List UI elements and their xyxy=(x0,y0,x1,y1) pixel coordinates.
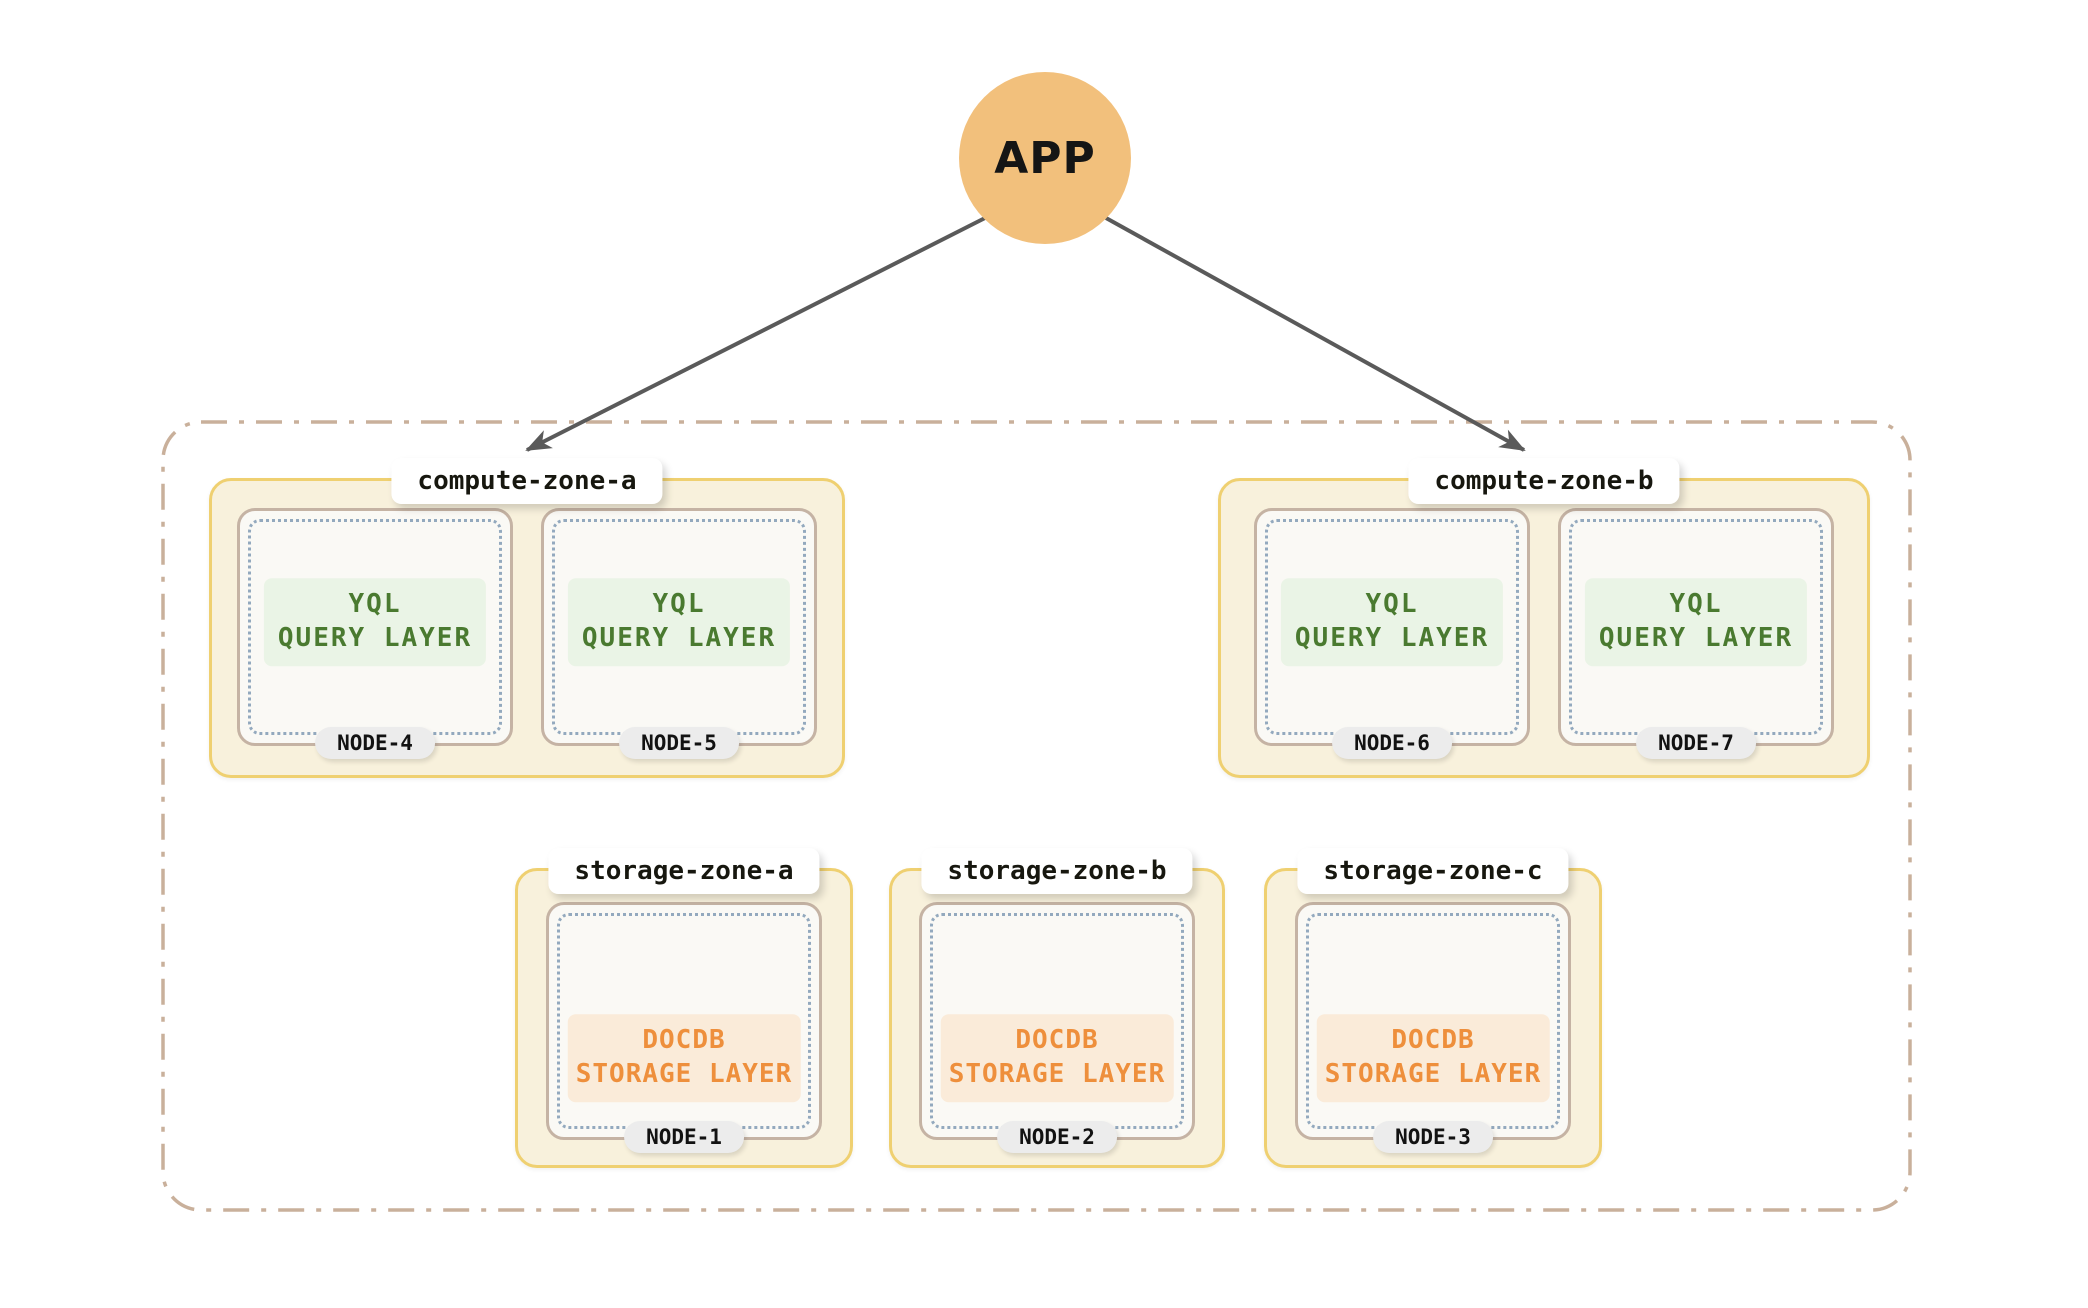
layer-label-line1: DOCDB xyxy=(642,1025,726,1056)
zone-compute-b: compute-zone-b YQL QUERY LAYER NODE-6 YQ… xyxy=(1218,458,1870,778)
query-layer-label: YQL QUERY LAYER xyxy=(567,578,791,667)
layer-label-line2: STORAGE LAYER xyxy=(1324,1059,1542,1090)
app-label: APP xyxy=(994,132,1096,184)
zone-label-storage-a: storage-zone-a xyxy=(548,848,820,894)
layer-label-line1: YQL xyxy=(652,589,706,620)
layer-label-line2: STORAGE LAYER xyxy=(948,1059,1166,1090)
node-badge: NODE-7 xyxy=(1636,727,1756,759)
query-layer-label: YQL QUERY LAYER xyxy=(1280,578,1504,667)
node-badge: NODE-4 xyxy=(315,727,435,759)
app-node: APP xyxy=(959,72,1131,244)
node-5: YQL QUERY LAYER NODE-5 xyxy=(541,508,817,759)
node-2: DOCDB STORAGE LAYER NODE-2 xyxy=(919,902,1195,1153)
zone-label-compute-b: compute-zone-b xyxy=(1408,458,1680,504)
layer-label-line1: YQL xyxy=(1365,589,1419,620)
zone-label-compute-a: compute-zone-a xyxy=(391,458,663,504)
node-3: DOCDB STORAGE LAYER NODE-3 xyxy=(1295,902,1571,1153)
node-badge: NODE-1 xyxy=(624,1121,744,1153)
layer-label-line2: STORAGE LAYER xyxy=(575,1059,793,1090)
node-badge: NODE-2 xyxy=(997,1121,1117,1153)
zone-storage-c: storage-zone-c DOCDB STORAGE LAYER NODE-… xyxy=(1264,848,1602,1168)
layer-label-line1: YQL xyxy=(348,589,402,620)
layer-label-line1: YQL xyxy=(1669,589,1723,620)
node-badge: NODE-3 xyxy=(1373,1121,1493,1153)
node-6: YQL QUERY LAYER NODE-6 xyxy=(1254,508,1530,759)
node-badge: NODE-5 xyxy=(619,727,739,759)
layer-label-line2: QUERY LAYER xyxy=(1294,623,1490,654)
layer-label-line2: QUERY LAYER xyxy=(1598,623,1794,654)
query-layer-label: YQL QUERY LAYER xyxy=(1584,578,1808,667)
storage-layer-label: DOCDB STORAGE LAYER xyxy=(567,1014,801,1102)
zone-label-storage-b: storage-zone-b xyxy=(921,848,1193,894)
query-layer-label: YQL QUERY LAYER xyxy=(263,578,487,667)
layer-label-line2: QUERY LAYER xyxy=(277,623,473,654)
storage-layer-label: DOCDB STORAGE LAYER xyxy=(940,1014,1174,1102)
node-badge: NODE-6 xyxy=(1332,727,1452,759)
layer-label-line2: QUERY LAYER xyxy=(581,623,777,654)
layer-label-line1: DOCDB xyxy=(1391,1025,1475,1056)
zone-compute-a: compute-zone-a YQL QUERY LAYER NODE-4 YQ… xyxy=(209,458,845,778)
cluster-boundary xyxy=(161,420,1912,1212)
zone-label-storage-c: storage-zone-c xyxy=(1297,848,1569,894)
arrow-app-to-compute-zone-a xyxy=(525,216,986,452)
node-4: YQL QUERY LAYER NODE-4 xyxy=(237,508,513,759)
storage-layer-label: DOCDB STORAGE LAYER xyxy=(1316,1014,1550,1102)
zone-storage-a: storage-zone-a DOCDB STORAGE LAYER NODE-… xyxy=(515,848,853,1168)
node-1: DOCDB STORAGE LAYER NODE-1 xyxy=(546,902,822,1153)
layer-label-line1: DOCDB xyxy=(1015,1025,1099,1056)
zone-storage-b: storage-zone-b DOCDB STORAGE LAYER NODE-… xyxy=(889,848,1225,1168)
node-7: YQL QUERY LAYER NODE-7 xyxy=(1558,508,1834,759)
arrow-app-to-compute-zone-b xyxy=(1105,216,1526,452)
